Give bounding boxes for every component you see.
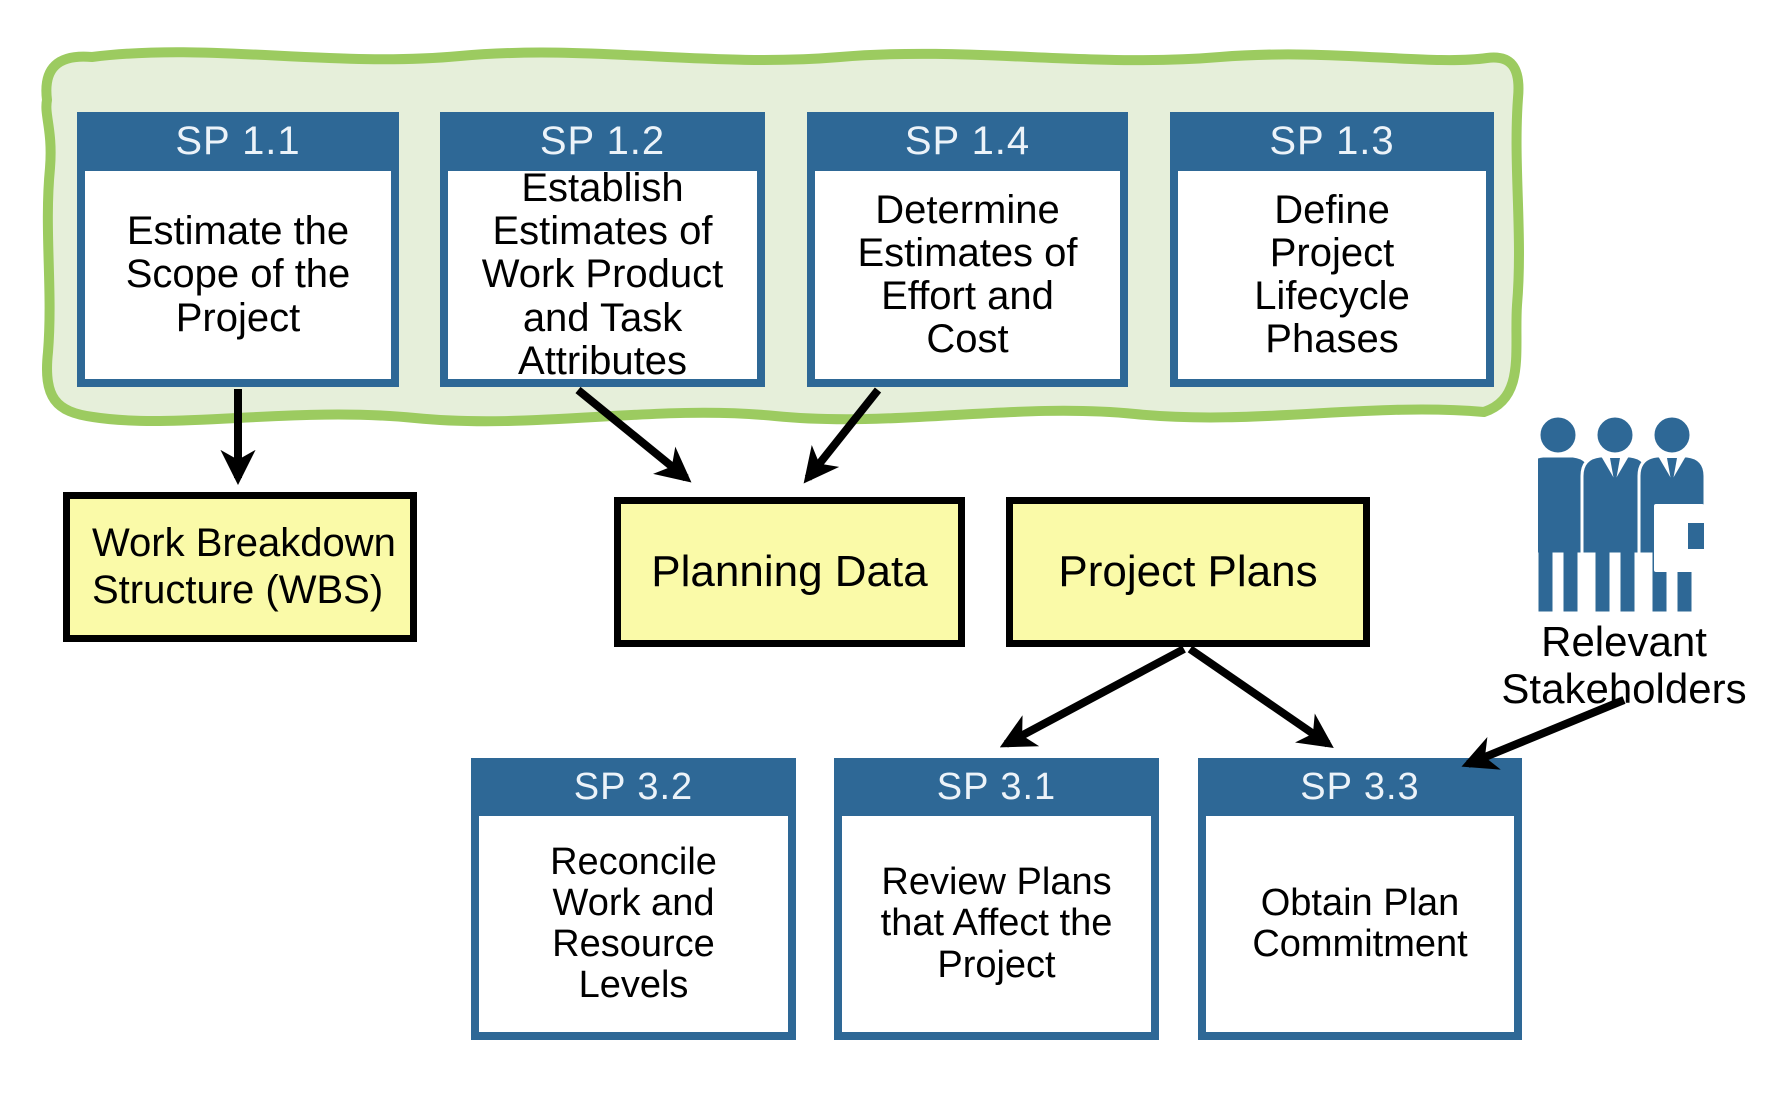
sp-1-2-box: SP 1.2 Establish Estimates of Work Produ…: [440, 112, 765, 387]
arrow-project-plans-to-sp31: [999, 645, 1186, 748]
person-head: [1537, 414, 1579, 456]
sp-3-1-label: Review Plans that Affect the Project: [842, 816, 1151, 1032]
sp-1-4-header: SP 1.4: [904, 119, 1031, 163]
arrow-sp12-to-planning-data: [575, 386, 692, 483]
sp-1-4-label: Determine Estimates of Effort and Cost: [815, 171, 1120, 379]
sp-1-2-label: Establish Estimates of Work Product and …: [448, 166, 757, 382]
sp-3-3-header: SP 3.3: [1300, 765, 1420, 808]
sp-1-3-box: SP 1.3 Define Project Lifecycle Phases: [1170, 112, 1494, 387]
sp-1-4-box: SP 1.4 Determine Estimates of Effort and…: [807, 112, 1128, 387]
sp-1-1-label: Estimate the Scope of the Project: [85, 171, 391, 379]
tie: [1667, 458, 1677, 486]
sp-1-3-label: Define Project Lifecycle Phases: [1178, 171, 1486, 379]
sp-3-2-label: Reconcile Work and Resource Levels: [479, 816, 788, 1032]
arrow-sp14-to-planning-data: [803, 387, 882, 484]
people-group-icon: [1523, 414, 1707, 615]
person-head: [1651, 414, 1693, 456]
sp-3-1-box: SP 3.1 Review Plans that Affect the Proj…: [834, 758, 1159, 1040]
sp-1-1-header: SP 1.1: [175, 119, 301, 163]
project-plans-artifact-box: Project Plans: [1006, 497, 1370, 647]
person-head: [1594, 414, 1636, 456]
sp-3-3-label: Obtain Plan Commitment: [1206, 816, 1514, 1032]
arrow-project-plans-to-sp33: [1187, 645, 1334, 748]
document: [1654, 504, 1704, 572]
sp-1-1-box: SP 1.1 Estimate the Scope of the Project: [77, 112, 399, 387]
planning-data-artifact-box: Planning Data: [614, 497, 965, 647]
document-notch: [1688, 523, 1704, 549]
sp-3-3-box: SP 3.3 Obtain Plan Commitment: [1198, 758, 1522, 1040]
stakeholders-label: Relevant Stakeholders: [1501, 618, 1747, 713]
wbs-artifact-box: Work Breakdown Structure (WBS): [63, 492, 417, 642]
stakeholders-icon: [1523, 406, 1738, 618]
sp-3-1-header: SP 3.1: [936, 765, 1057, 808]
sp-1-2-header: SP 1.2: [539, 119, 666, 163]
tie: [1610, 458, 1620, 486]
sp-3-2-header: SP 3.2: [573, 765, 694, 808]
sp-3-2-box: SP 3.2 Reconcile Work and Resource Level…: [471, 758, 796, 1040]
sp-1-3-header: SP 1.3: [1269, 119, 1395, 163]
